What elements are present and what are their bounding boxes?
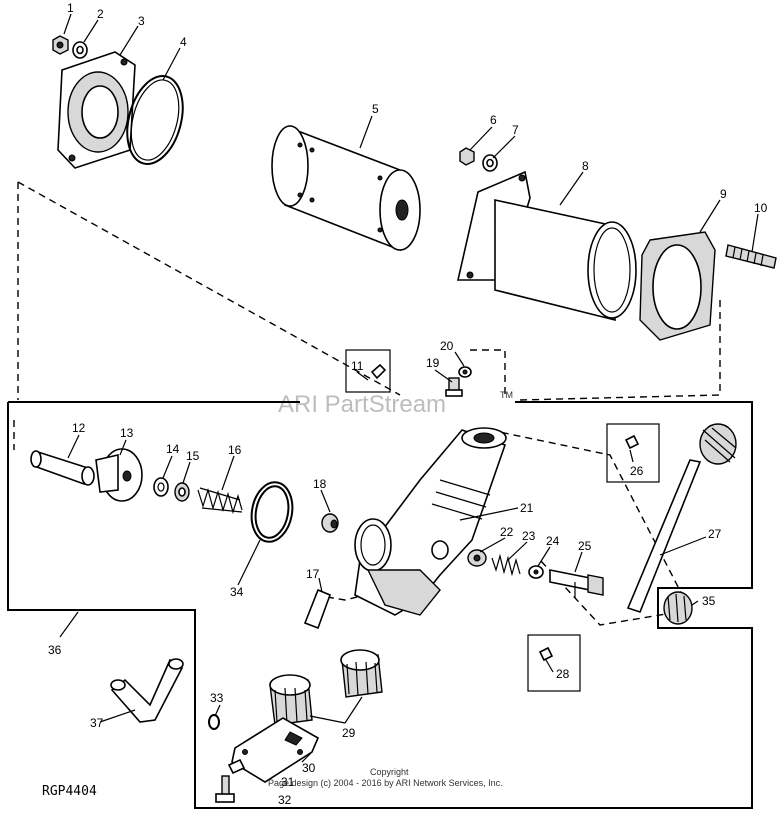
callout-16: 16 <box>228 443 242 457</box>
part-8-housing <box>456 170 637 322</box>
dashed-guide-top <box>17 181 401 396</box>
copyright-title: Copyright <box>370 767 409 777</box>
callout-32: 32 <box>278 793 292 807</box>
callout-35: 35 <box>702 594 716 608</box>
part-3-cover <box>57 51 136 169</box>
callout-22: 22 <box>500 525 514 539</box>
callout-30: 30 <box>302 761 316 775</box>
part-19-screw <box>445 377 463 397</box>
callout-24: 24 <box>546 534 560 548</box>
leader-lines <box>59 13 759 763</box>
callout-25: 25 <box>578 539 592 553</box>
part-37-hose <box>110 658 184 723</box>
callout-27: 27 <box>708 527 722 541</box>
part-11-pin-box <box>345 349 391 393</box>
callout-36: 36 <box>48 643 62 657</box>
callout-7: 7 <box>512 123 519 137</box>
part-6-nut <box>459 147 475 166</box>
callout-2: 2 <box>97 7 104 21</box>
callout-37: 37 <box>90 716 104 730</box>
part-26-pin-box <box>606 423 660 483</box>
watermark-tm: TM <box>500 390 513 400</box>
part-23-spring <box>491 553 521 577</box>
callout-12: 12 <box>72 421 86 435</box>
callout-9: 9 <box>720 187 727 201</box>
callout-5: 5 <box>372 102 379 116</box>
dashed-guide-pin <box>314 589 386 601</box>
part-31-washer <box>227 758 246 775</box>
callout-19: 19 <box>426 356 440 370</box>
part-4-o-ring <box>126 75 184 165</box>
callout-6: 6 <box>490 113 497 127</box>
part-35-gear <box>663 591 693 625</box>
part-33-o-ring <box>208 714 220 730</box>
callout-10: 10 <box>754 201 768 215</box>
part-5-filter <box>271 125 421 252</box>
callout-11: 11 <box>351 359 364 373</box>
callout-15: 15 <box>186 449 200 463</box>
part-10-stud <box>725 244 777 269</box>
part-34-o-ring <box>250 481 294 543</box>
part-2-washer <box>72 41 88 59</box>
callout-3: 3 <box>138 14 145 28</box>
copyright-text: Page design (c) 2004 - 2016 by ARI Netwo… <box>268 778 503 788</box>
part-32-bolt <box>215 775 235 803</box>
callout-labels: 1 2 3 4 5 6 7 8 9 10 11 12 13 14 15 16 1… <box>48 1 768 807</box>
callout-13: 13 <box>120 426 134 440</box>
callout-8: 8 <box>582 159 589 173</box>
part-24-washer <box>528 565 544 579</box>
part-29-gears <box>269 649 383 726</box>
part-20-washer <box>458 366 472 378</box>
dashed-guide-right <box>519 300 721 401</box>
callout-18: 18 <box>313 477 327 491</box>
callout-21: 21 <box>520 501 534 515</box>
watermark: ARI PartStream <box>278 391 446 418</box>
part-7-washer <box>482 154 498 172</box>
callout-4: 4 <box>180 35 187 49</box>
dashed-guide-shaft <box>489 429 692 626</box>
part-9-gasket <box>639 231 716 341</box>
callout-26: 26 <box>630 464 644 478</box>
part-18-plug <box>321 513 339 533</box>
callout-34: 34 <box>230 585 244 599</box>
part-28-pin-box <box>527 634 581 692</box>
callout-23: 23 <box>522 529 536 543</box>
callout-1: 1 <box>67 1 74 15</box>
callout-17: 17 <box>306 567 320 581</box>
callout-28: 28 <box>556 667 570 681</box>
part-22-plug <box>467 549 487 567</box>
part-12-tube <box>30 450 95 486</box>
callout-14: 14 <box>166 442 180 456</box>
part-17-pin <box>303 588 332 630</box>
dashed-guide-bracket <box>470 349 506 395</box>
part-21-pump-body <box>354 427 507 616</box>
callout-33: 33 <box>210 691 224 705</box>
assembly-outline <box>7 401 753 809</box>
callout-31: 31 <box>281 775 295 789</box>
part-15-washer <box>174 482 190 502</box>
part-13-cap <box>95 448 143 502</box>
part-1-nut <box>52 35 69 55</box>
figure-code: RGP4404 <box>42 784 97 799</box>
callout-29: 29 <box>342 726 356 740</box>
part-16-spring <box>197 487 243 515</box>
callout-20: 20 <box>440 339 454 353</box>
part-14-washer <box>153 477 169 497</box>
part-27-drive-shaft <box>626 423 737 613</box>
part-25-valve <box>549 569 604 598</box>
